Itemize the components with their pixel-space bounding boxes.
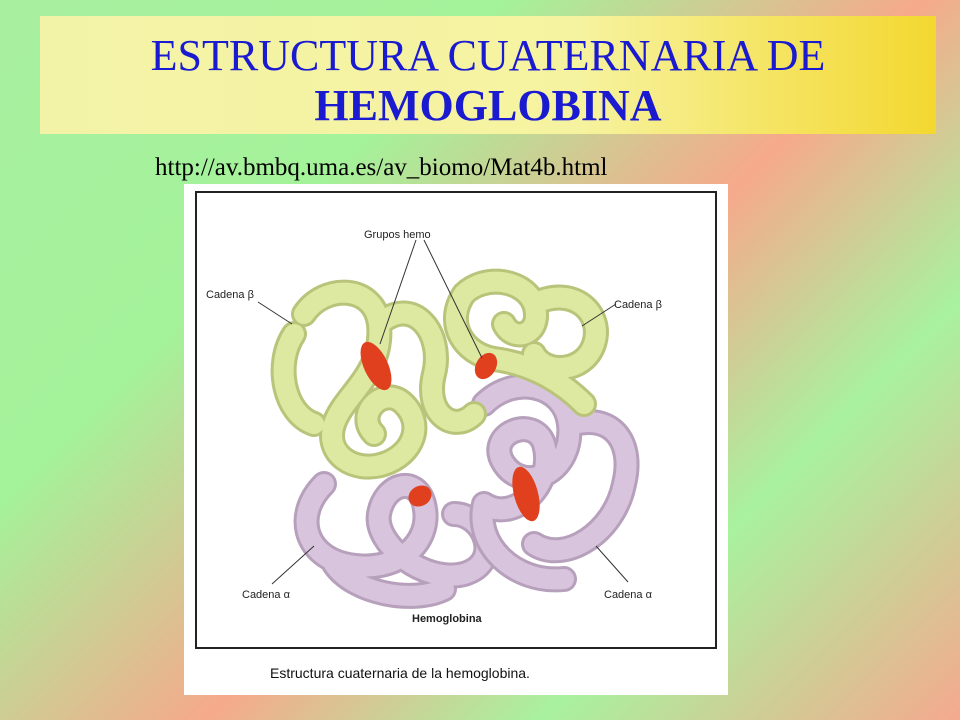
label-cadena-alpha-left: Cadena α [242, 589, 291, 601]
slide-title-line1: ESTRUCTURA CUATERNARIA DE [150, 31, 826, 80]
heme-group-beta-right [474, 352, 498, 380]
figure-frame [195, 191, 717, 649]
alpha-chain-left-fill [296, 474, 497, 606]
figure-caption: Estructura cuaternaria de la hemoglobina… [270, 665, 530, 681]
hemoglobin-figure: Grupos hemo Cadena β Cadena β Cadena α C… [184, 184, 728, 695]
heme-group-alpha-right [512, 466, 540, 522]
label-hemoglobina: Hemoglobina [412, 613, 483, 625]
heme-group-beta-left [360, 341, 392, 391]
label-cadena-alpha-right: Cadena α [604, 589, 653, 601]
heme-group-alpha-left [408, 485, 432, 507]
hemoglobin-diagram: Grupos hemo Cadena β Cadena β Cadena α C… [195, 191, 717, 681]
alpha-chain-right-fill [472, 376, 637, 590]
title-banner: ESTRUCTURA CUATERNARIA DE HEMOGLOBINA [40, 16, 936, 134]
source-url[interactable]: http://av.bmbq.uma.es/av_biomo/Mat4b.htm… [155, 154, 608, 181]
label-cadena-beta-right: Cadena β [614, 299, 662, 311]
beta-chain-left-fill [273, 282, 484, 477]
label-grupos-hemo: Grupos hemo [364, 229, 431, 241]
pointer-lines [257, 239, 629, 585]
label-cadena-beta-left: Cadena β [206, 289, 254, 301]
slide-title-line2: HEMOGLOBINA [314, 81, 662, 130]
